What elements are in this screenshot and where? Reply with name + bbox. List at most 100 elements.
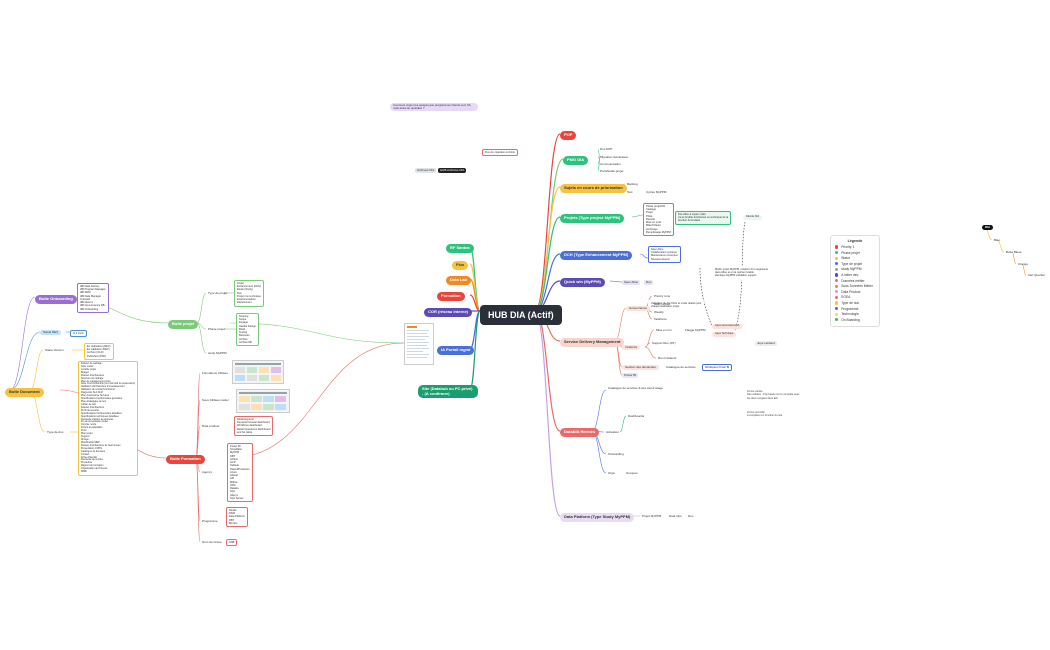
dch-children[interactable]: Spec Allou Collaboration continue Mainte… — [648, 246, 681, 263]
agency-items[interactable]: Power BI Snowflake MyPPM DBT Airflow GCP… — [227, 443, 253, 502]
topright-c3[interactable]: Orange — [1018, 262, 1029, 266]
archives-dia[interactable]: Archives DIA — [415, 168, 437, 174]
pmo-child[interactable]: Migration Générateur — [600, 155, 629, 159]
sdm-note[interactable]: Jupe Hottand — [755, 341, 777, 347]
gouv-child[interactable]: Priority runs — [654, 294, 671, 298]
sdm-incidents[interactable]: Incidents — [622, 345, 641, 351]
branch-pop[interactable]: POP — [560, 131, 577, 140]
branch-sujets[interactable]: Sujets en cours de priorisation — [560, 184, 627, 193]
sdm-catalogue[interactable]: Catalogue de services — [666, 365, 696, 369]
hub-archives-dia[interactable]: HUB Archives DIA — [438, 168, 467, 174]
dataia-onboarding[interactable]: Onboarding — [608, 452, 624, 456]
quick-note[interactable]: Utilisation du doc DCH et mode réalisé p… — [648, 300, 705, 311]
branch-sdm[interactable]: Service Delivery Management — [560, 338, 625, 347]
legend-swatch — [835, 278, 839, 283]
type-projet[interactable]: Type de projet — [208, 291, 228, 295]
boite-document[interactable]: Boîte Document — [5, 388, 44, 397]
branch-rf[interactable]: RF Santos — [446, 244, 474, 253]
formation-tab[interactable]: Nom de Créée — [202, 540, 222, 544]
inc-child[interactable]: Support Run (RT) — [652, 341, 676, 345]
quick-child[interactable]: Doc — [644, 280, 654, 286]
pmo-child[interactable]: Doc DPP — [600, 147, 613, 151]
flux-migration[interactable]: Flux de migration et droits — [482, 149, 518, 157]
dataia-catalogue[interactable]: Catalogue de services & des cas d'usage — [608, 386, 663, 390]
sujets-child[interactable]: Test — [627, 190, 633, 194]
phase-projet[interactable]: Phase projet — [208, 327, 225, 331]
formation-tab[interactable]: Programme — [202, 519, 218, 523]
runmix[interactable]: Flagge MyPPM — [685, 328, 706, 332]
formation-tab[interactable]: Agency — [202, 470, 213, 474]
legend-item: On Boarding — [835, 318, 875, 322]
branch-datalab[interactable]: Data Lab — [446, 276, 471, 285]
dataia-groupes[interactable]: Groupes — [626, 471, 638, 475]
branch-formation[interactable]: Formation — [437, 292, 465, 301]
suivie-dev-child[interactable]: N-1 Livré — [70, 330, 87, 338]
branch-site[interactable]: Site (Datahub ou PC privé) - (À confirme… — [418, 385, 478, 399]
question-note[interactable]: Comment migrer les équipes que programme… — [390, 103, 478, 112]
gouv-child[interactable]: Taskforce — [654, 317, 667, 321]
dataia-orga[interactable]: Orga — [608, 471, 615, 475]
type-doc-items[interactable]: Dossier de cadrage Note métier Livrable … — [78, 361, 138, 477]
boite-projet[interactable]: Boîte projet — [168, 320, 199, 329]
root-node[interactable]: HUB DIA (Actif) — [480, 305, 562, 326]
onboarding-items[interactable]: IdB Data Factory IdB Program Manager IdB… — [77, 283, 109, 313]
legend-item: Phase projet — [835, 251, 875, 255]
quick-child[interactable]: Spec Allou — [622, 280, 641, 286]
dch-note[interactable]: Doc Allou à copier coller via le livrabl… — [675, 211, 732, 225]
formation-tab[interactable]: Formations Ciblées — [202, 371, 228, 375]
pmo-child[interactable]: Portefeuille projet — [600, 169, 624, 173]
formation-tab[interactable]: Sous Ciblées métier — [202, 398, 229, 402]
statut-items[interactable]: En réalisation (DEV) En validation (DEV)… — [84, 343, 114, 360]
dataplat-child[interactable]: Doc — [688, 514, 694, 518]
branch-dataplat[interactable]: Data Platform (Type Study MyPPM) — [560, 513, 635, 522]
dataplat-child[interactable]: Projet MyPPM — [642, 514, 662, 518]
nom-items[interactable]: SNB — [226, 539, 238, 547]
branch-dataia[interactable]: Data&IA Hermès — [560, 428, 600, 437]
sujets-child[interactable]: Backlog — [627, 182, 638, 186]
programme-items[interactable]: DevEx DDM Data Platform DBT MLOps — [226, 507, 248, 528]
branch-dch[interactable]: DCH (Type Enhancement MyPPM) — [560, 251, 633, 260]
branch-portail[interactable]: IA Portail mgmt — [437, 346, 475, 355]
dataia-dashboards[interactable]: Dashboards — [628, 414, 645, 418]
decision-tag[interactable]: Décide DIA — [743, 215, 763, 220]
phase-projet-items[interactable]: Scoping Scope Engage Handle Design Build… — [236, 313, 260, 347]
app-gov[interactable]: Apps GovernanceDA — [712, 324, 743, 329]
topright-c1[interactable]: Bleu — [994, 238, 1001, 242]
support-bi[interactable]: Workspace Power BI — [702, 364, 733, 372]
data-product-items[interactable]: Retail Explorer Demand forecast dashboar… — [234, 416, 274, 437]
app-tech[interactable]: Apps Technique — [712, 332, 737, 337]
study-myppm[interactable]: study MyPPM — [208, 351, 227, 355]
statut-version[interactable]: Statut Version — [45, 348, 64, 352]
type-doc[interactable]: Type de doc — [47, 430, 64, 434]
dataplat-child[interactable]: Data Ops — [669, 514, 682, 518]
legend-item: Programme — [835, 307, 875, 311]
sdm-powerbi[interactable]: Power BI — [622, 373, 639, 379]
suivie-dev[interactable]: Suivie DEV — [40, 330, 62, 336]
branch-projets[interactable]: Projets (Type project MyPPM) — [560, 214, 625, 223]
gouv-child[interactable]: Weekly — [654, 310, 664, 314]
sujets-child[interactable]: Cycles MyPPM — [646, 190, 667, 194]
inc-child[interactable]: Mise en run — [656, 328, 672, 332]
inc-child[interactable]: Run Incidents — [658, 356, 677, 360]
gouv-child[interactable]: Daily review — [654, 302, 671, 306]
branch-cor[interactable]: COR (réseau interne) — [424, 308, 473, 317]
projets-phases[interactable]: Phase projet/CR Cadrage Projet Pilote Re… — [643, 203, 674, 237]
sdm-gouvernance[interactable]: Gouvernance — [626, 306, 651, 312]
type-projet-items[interactable]: Projet Enhancement (DCH) Etude (Study) R… — [234, 280, 265, 307]
branch-pmo[interactable]: PMO DIA — [563, 156, 589, 165]
dataia-activation[interactable]: Activation — [606, 430, 620, 434]
sdm-gestion[interactable]: Gestion des demandes — [622, 365, 659, 371]
topright-root[interactable]: DIA — [982, 225, 994, 231]
boite-onboarding[interactable]: Boîte Onboarding — [35, 295, 77, 304]
connector — [609, 280, 623, 283]
boite-formation[interactable]: Boîte Formation — [166, 455, 205, 464]
legend-item: Data Product — [835, 290, 875, 294]
pmo-child[interactable]: Communication — [600, 162, 621, 166]
topright-c2[interactable]: Boîte Bleue — [1006, 250, 1022, 254]
connector — [614, 307, 627, 342]
planning-note[interactable]: Modif, projet MyPPM, création d'un organ… — [712, 266, 772, 280]
branch-flux[interactable]: Flux — [452, 261, 469, 270]
formation-tab[interactable]: Data product — [202, 424, 220, 428]
topright-c4[interactable]: Vert Quartier — [1028, 273, 1046, 277]
branch-quick[interactable]: Quick win (MyPPM) — [560, 278, 605, 287]
